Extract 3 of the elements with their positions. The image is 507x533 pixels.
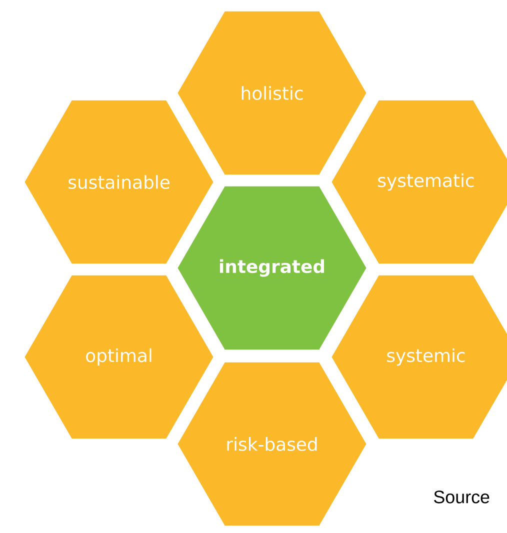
source-note: Source	[434, 490, 490, 504]
hexagon: systematic	[328, 97, 507, 267]
hexagon: systemic	[328, 272, 507, 442]
